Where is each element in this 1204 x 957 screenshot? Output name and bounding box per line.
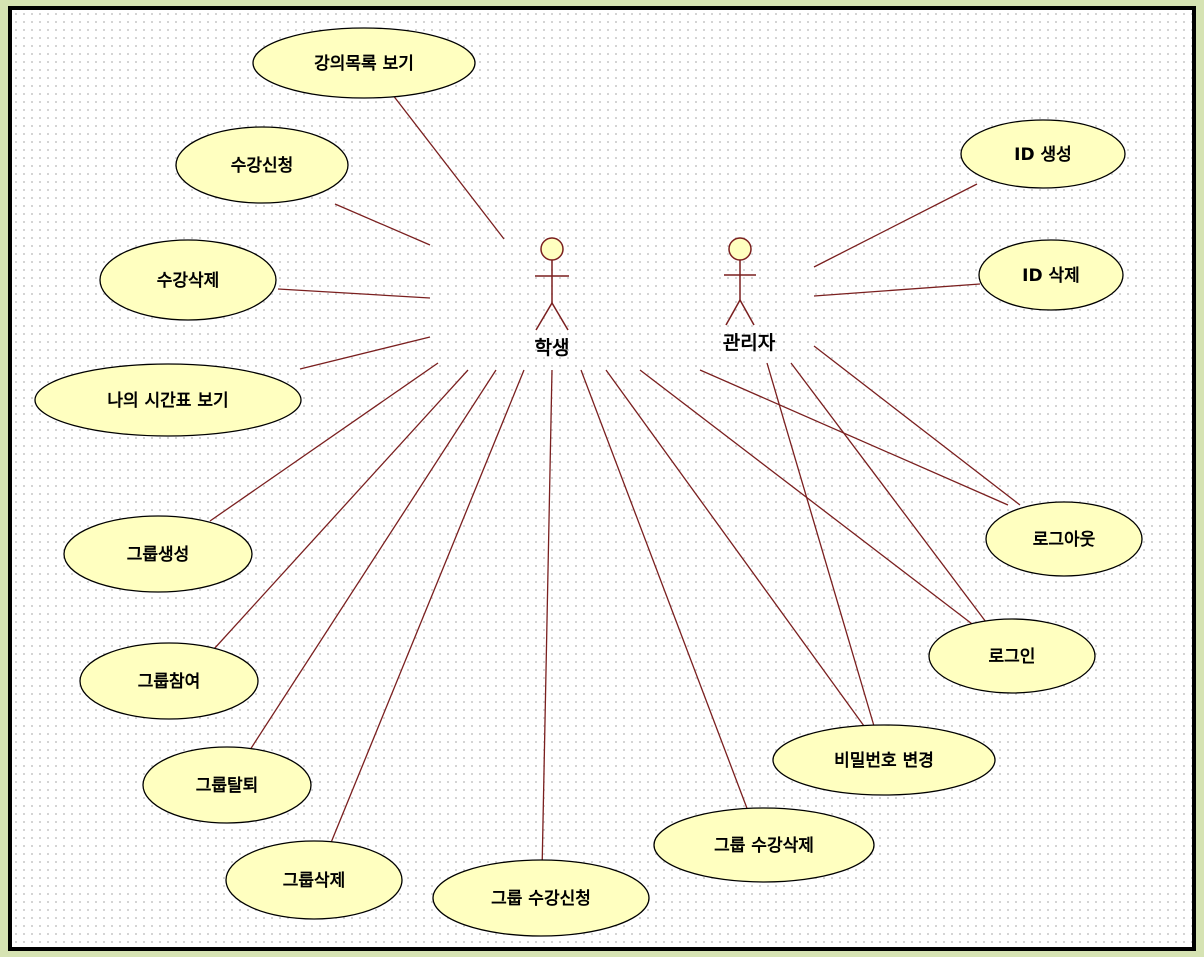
usecase-my-timetable[interactable]: 나의 시간표 보기 [34,363,302,437]
usecase-group-create[interactable]: 그룹생성 [63,515,253,593]
assoc-student-login [639,369,981,631]
usecase-my-timetable-label: 나의 시간표 보기 [107,391,228,411]
assoc-student-view-courses [388,89,505,240]
usecase-view-courses[interactable]: 강의목록 보기 [252,27,476,99]
usecase-change-password-label: 비밀번호 변경 [834,750,934,771]
actor-student-left-leg [535,302,553,331]
assoc-student-group-enroll [541,369,553,873]
usecase-login-label: 로그인 [989,647,1036,667]
usecase-drop[interactable]: 수강삭제 [99,239,277,321]
usecase-login[interactable]: 로그인 [928,618,1096,694]
actor-admin [724,237,756,326]
usecase-group-leave-label: 그룹탈퇴 [196,775,259,796]
assoc-admin-password [766,362,875,727]
assoc-student-logout [699,369,1009,506]
assoc-student-password [605,369,865,727]
assoc-student-enroll [334,203,431,246]
assoc-student-drop [277,288,431,299]
usecase-id-create-label: ID 생성 [1014,145,1072,165]
usecase-group-create-label: 그룹생성 [127,545,190,565]
actor-admin-head [728,237,752,261]
assoc-student-group-create [209,362,439,522]
assoc-student-group-leave [247,369,497,754]
usecase-logout-label: 로그아웃 [1033,530,1096,550]
assoc-admin-id-delete [813,283,981,297]
usecase-id-delete[interactable]: ID 삭제 [978,239,1124,311]
usecase-group-enroll[interactable]: 그룹 수강신청 [432,859,650,937]
usecase-enroll[interactable]: 수강신청 [175,126,349,204]
assoc-student-group-delete [327,369,525,851]
usecase-group-drop[interactable]: 그룹 수강삭제 [653,807,875,883]
actor-admin-label: 관리자 [723,332,776,354]
usecase-group-join-label: 그룹참여 [138,671,201,692]
actor-student-right-leg [551,302,569,331]
actor-admin-left-leg [725,299,741,326]
assoc-student-timetable [299,336,431,370]
usecase-group-leave[interactable]: 그룹탈퇴 [142,746,312,824]
use-case-diagram: 학생 관리자 강의목록 보기 수강신청 수강삭제 나의 시간표 보기 그룹생성 [34,27,1143,937]
usecase-group-join[interactable]: 그룹참여 [79,642,259,720]
usecase-group-delete[interactable]: 그룹삭제 [225,840,403,920]
association-lines [209,89,1021,873]
usecase-id-create[interactable]: ID 생성 [960,119,1126,189]
assoc-student-group-drop [580,369,749,812]
actor-student [535,237,569,331]
usecase-group-drop-label: 그룹 수강삭제 [714,836,814,856]
usecase-enroll-label: 수강신청 [231,155,294,176]
usecase-change-password[interactable]: 비밀번호 변경 [772,724,996,796]
assoc-student-group-join [213,369,469,650]
assoc-admin-logout [813,345,1021,506]
actor-student-head [540,237,564,261]
usecase-logout[interactable]: 로그아웃 [985,501,1143,577]
usecase-drop-label: 수강삭제 [157,271,220,291]
usecase-view-courses-label: 강의목록 보기 [314,54,414,74]
usecase-id-delete-label: ID 삭제 [1022,266,1080,286]
usecase-group-enroll-label: 그룹 수강신청 [491,888,591,909]
actor-admin-right-leg [739,299,755,326]
diagram-canvas: 학생 관리자 강의목록 보기 수강신청 수강삭제 나의 시간표 보기 그룹생성 [8,6,1196,951]
assoc-admin-login [790,362,993,631]
actor-student-label: 학생 [535,337,570,359]
assoc-admin-id-create [813,183,978,268]
usecase-group-delete-label: 그룹삭제 [283,871,346,891]
